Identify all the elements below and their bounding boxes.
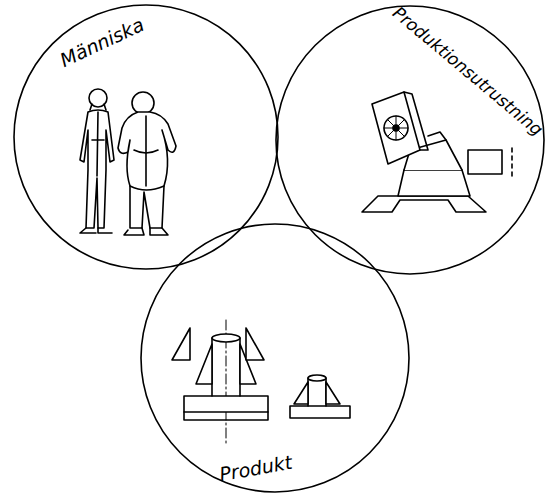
circle-label: Människa [57,14,147,71]
product-part [290,375,350,418]
person-figure [118,92,176,235]
circle-label: Produkt [218,452,294,485]
product-part [172,320,268,445]
person-figure [80,89,114,233]
venn-circle: Människa [13,4,279,270]
venn-circle: Produktionsutrustning [275,5,545,275]
circle-outline [140,223,410,493]
circle-label: Produktionsutrustning [389,3,546,139]
circle-outline [13,4,279,270]
circle-outline [275,5,545,275]
venn-circle: Produkt [140,223,410,493]
welding-positioner [362,92,512,212]
